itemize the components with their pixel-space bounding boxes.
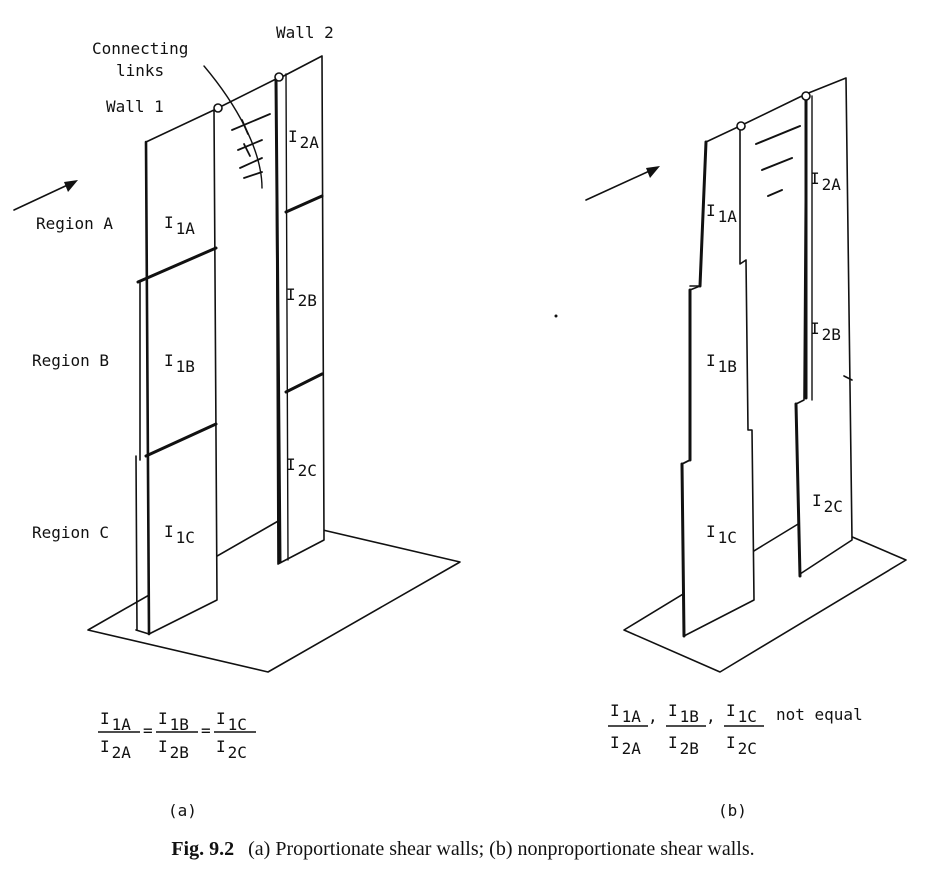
panel-a bbox=[13, 55, 461, 673]
connecting-links-marks-b bbox=[755, 125, 801, 197]
svg-text:,: , bbox=[706, 707, 716, 726]
svg-text:I2C: I2C bbox=[216, 737, 247, 762]
svg-text:I2C: I2C bbox=[726, 733, 757, 758]
svg-text:I1A: I1A bbox=[610, 701, 641, 726]
figure-number: Fig. 9.2 bbox=[171, 838, 235, 860]
load-arrow-a bbox=[13, 180, 78, 211]
load-arrow-b bbox=[585, 166, 660, 201]
svg-text:=: = bbox=[201, 721, 211, 740]
connecting-links-marks bbox=[231, 113, 271, 179]
wall-1-b bbox=[680, 125, 755, 638]
svg-text:I1C: I1C bbox=[726, 701, 757, 726]
figure-caption-text: (a) Proportionate shear walls; (b) nonpr… bbox=[248, 838, 755, 860]
panel-b bbox=[554, 77, 907, 673]
base-plate-b bbox=[623, 517, 907, 673]
label-connecting: Connecting bbox=[92, 39, 188, 58]
svg-text:I2A: I2A bbox=[610, 733, 641, 758]
leader-curve bbox=[203, 65, 263, 189]
svg-text:I2A: I2A bbox=[100, 737, 131, 762]
svg-text:=: = bbox=[143, 721, 153, 740]
label-region-a: Region A bbox=[36, 214, 113, 233]
wall-2-b bbox=[794, 77, 853, 578]
svg-text:I2B: I2B bbox=[668, 733, 699, 758]
base-plate-a bbox=[87, 519, 461, 673]
label-region-c: Region C bbox=[32, 523, 109, 542]
svg-text:I1A: I1A bbox=[100, 709, 131, 734]
figure-caption: Fig. 9.2 (a) Proportionate shear walls; (… bbox=[0, 838, 926, 861]
svg-text:I1B: I1B bbox=[158, 709, 189, 734]
label-wall-2: Wall 2 bbox=[276, 23, 334, 42]
panel-label-a: (a) bbox=[168, 801, 197, 820]
label-links: links bbox=[116, 61, 164, 80]
label-region-b: Region B bbox=[32, 351, 109, 370]
svg-text:,: , bbox=[648, 707, 658, 726]
panel-label-b: (b) bbox=[718, 801, 747, 820]
svg-text:I1C: I1C bbox=[216, 709, 247, 734]
svg-text:not equal: not equal bbox=[776, 705, 863, 724]
svg-text:I2B: I2B bbox=[158, 737, 189, 762]
wall-2-a bbox=[274, 55, 325, 565]
svg-text:I1B: I1B bbox=[668, 701, 699, 726]
wall-1-a bbox=[135, 109, 218, 636]
label-wall-1: Wall 1 bbox=[106, 97, 164, 116]
